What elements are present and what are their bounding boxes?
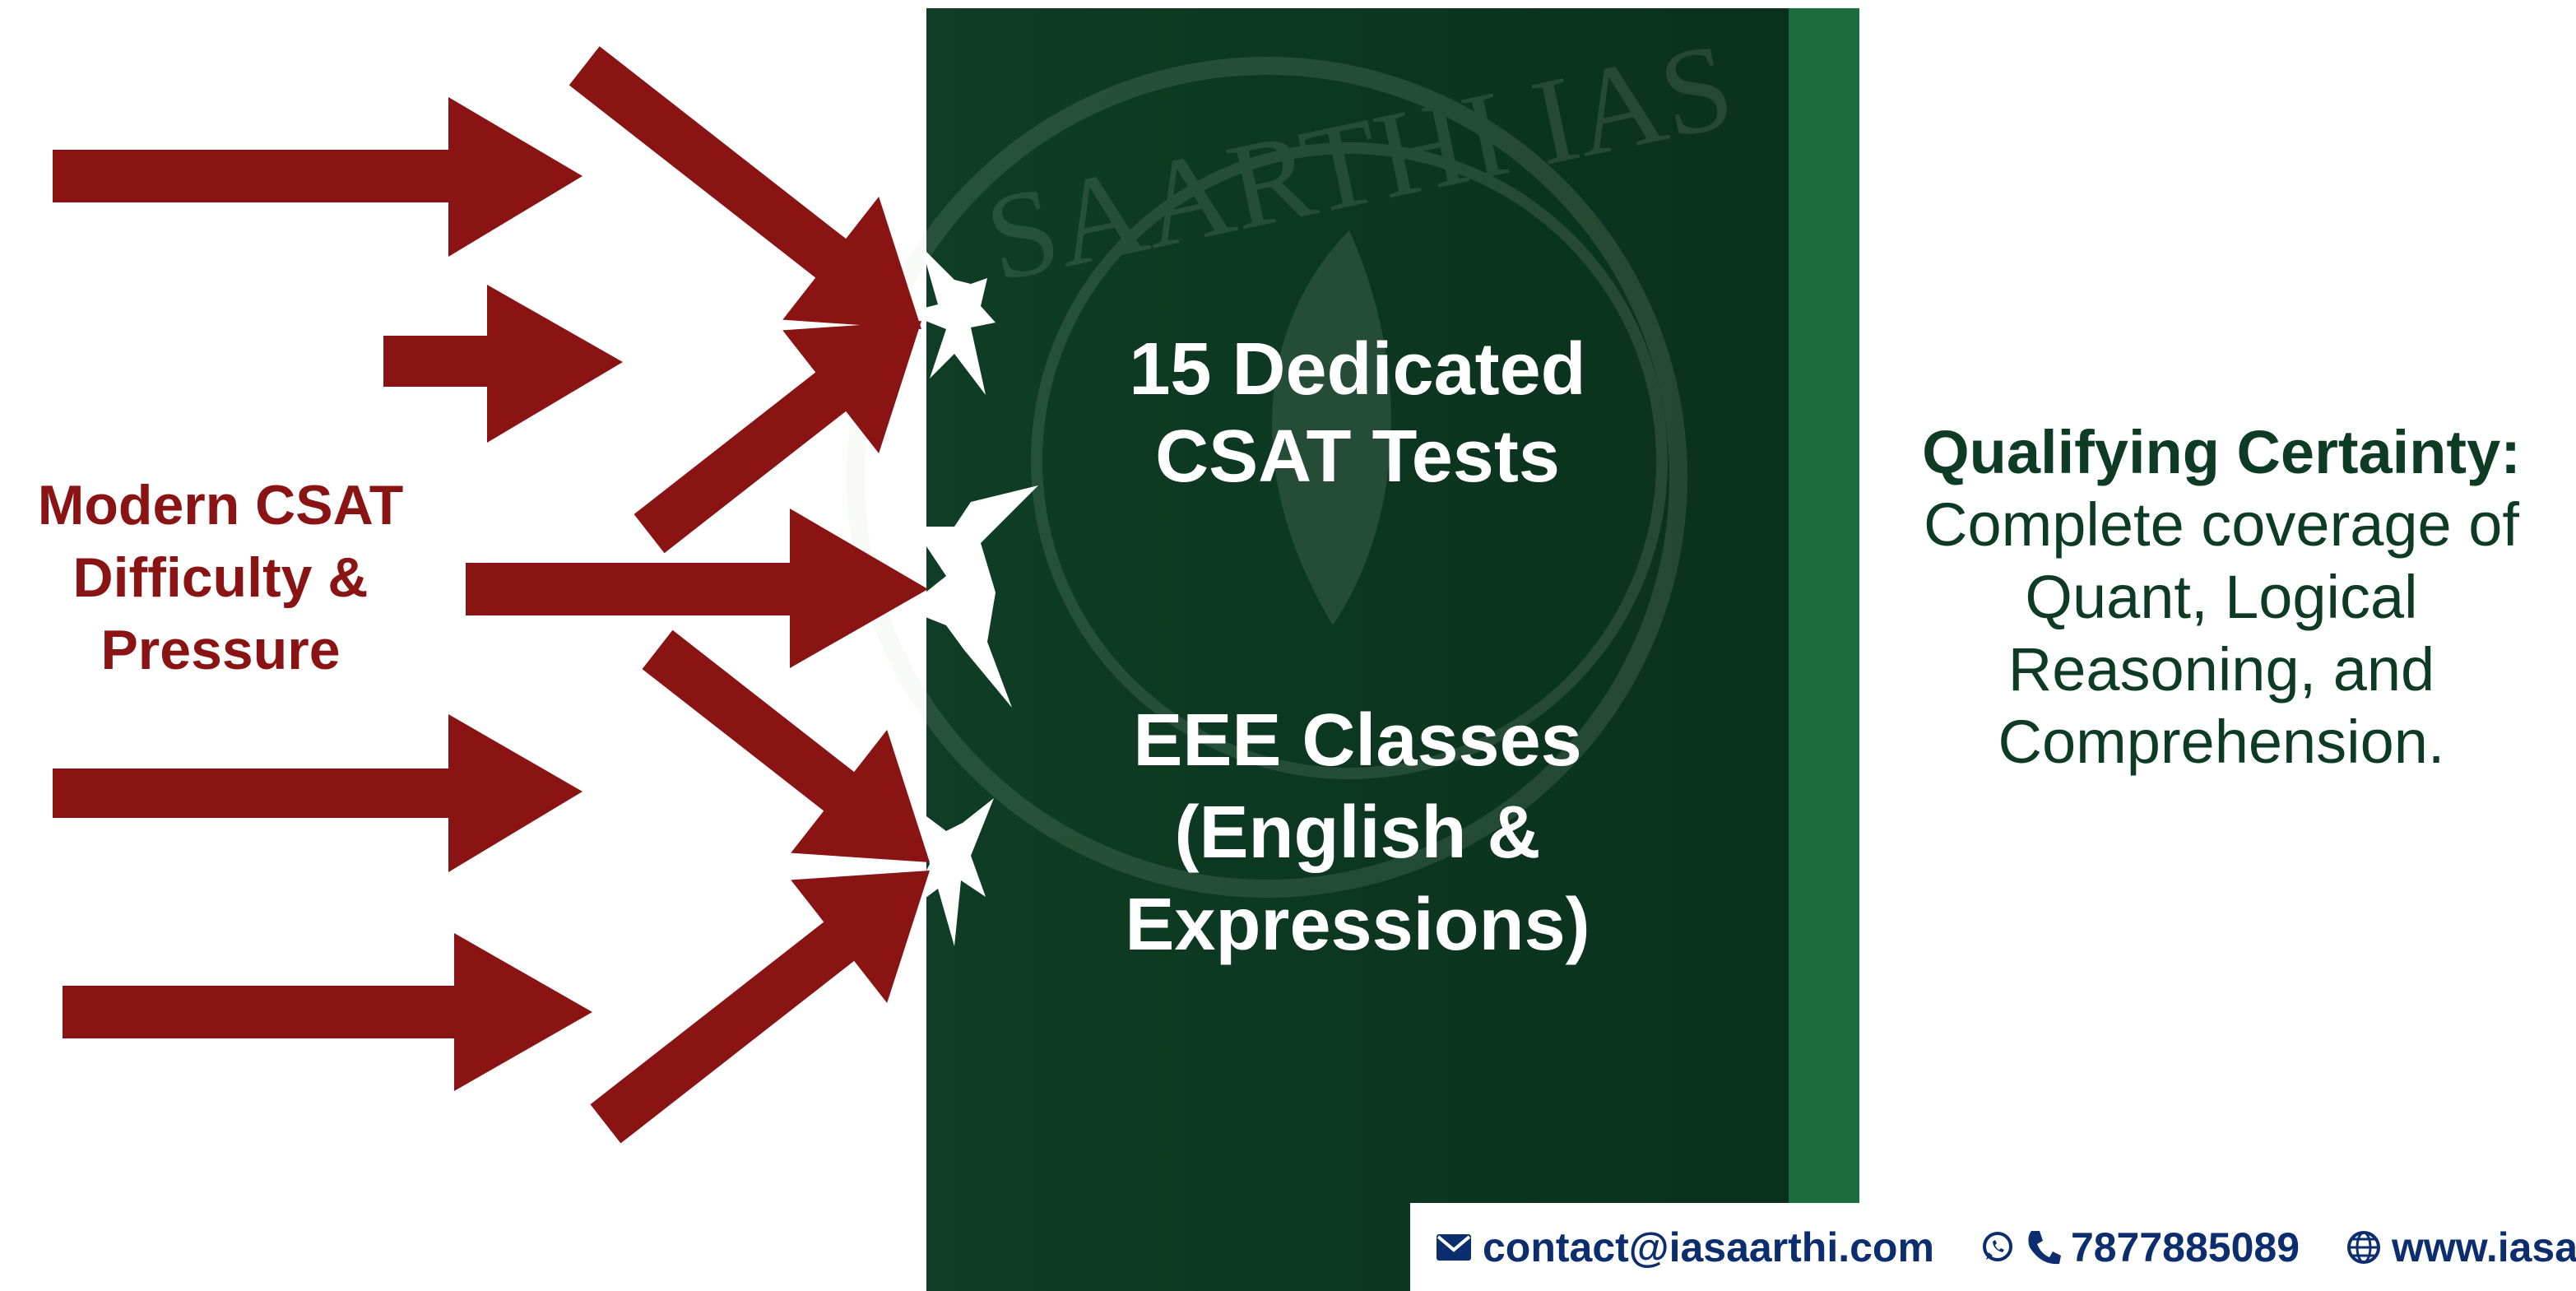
impact-burst-icon [905, 485, 1038, 708]
wall-top-line1: 15 Dedicated [1129, 328, 1586, 411]
arrow-icon [383, 285, 623, 443]
email-text: contact@iasaarthi.com [1483, 1224, 1934, 1270]
arrow-icon [634, 321, 921, 554]
wall-edge-strip [1789, 8, 1859, 1203]
right-body: Complete coverage of Quant, Logical Reas… [1924, 490, 2519, 776]
wall-bottom-line1: EEE Classes [1133, 699, 1582, 782]
right-heading: Qualifying Certainty: [1922, 418, 2521, 486]
footer-phone[interactable]: 7877885089 [1980, 1224, 2300, 1271]
impact-burst-icon [905, 798, 994, 946]
arrow-icon [590, 871, 930, 1144]
left-label: Modern CSAT Difficulty & Pressure [0, 469, 441, 686]
left-label-line3: Pressure [100, 619, 341, 681]
left-label-line1: Modern CSAT [37, 474, 404, 536]
arrow-icon [569, 46, 921, 329]
contact-footer: contact@iasaarthi.com 7877885089 www.ias… [1410, 1203, 2576, 1291]
envelope-icon [1437, 1233, 1471, 1261]
phone-icon [2028, 1230, 2061, 1264]
arrow-icon [466, 509, 928, 668]
footer-email[interactable]: contact@iasaarthi.com [1435, 1224, 1934, 1271]
phone-text: 7877885089 [2070, 1224, 2300, 1270]
whatsapp-icon [1982, 1231, 2012, 1261]
arrow-icon [642, 629, 930, 862]
globe-icon [2347, 1230, 2381, 1264]
green-wall [926, 8, 1789, 1291]
wall-bottom-text: EEE Classes (English & Expressions) [926, 694, 1789, 971]
wall-bottom-line3: Expressions) [1125, 884, 1590, 966]
wall-top-text: 15 Dedicated CSAT Tests [926, 326, 1789, 500]
footer-website[interactable]: www.iasaarthi.c [2346, 1224, 2576, 1271]
arrow-icon [63, 933, 592, 1091]
website-text: www.iasaarthi.c [2392, 1224, 2576, 1270]
arrow-icon [53, 714, 583, 872]
wall-bottom-line2: (English & [1174, 792, 1541, 874]
right-block: Qualifying Certainty: Complete coverage … [1884, 416, 2559, 778]
left-label-line2: Difficulty & [72, 546, 369, 609]
arrow-icon [53, 97, 583, 257]
wall-top-line2: CSAT Tests [1155, 416, 1560, 498]
impact-burst-icon [905, 247, 996, 395]
